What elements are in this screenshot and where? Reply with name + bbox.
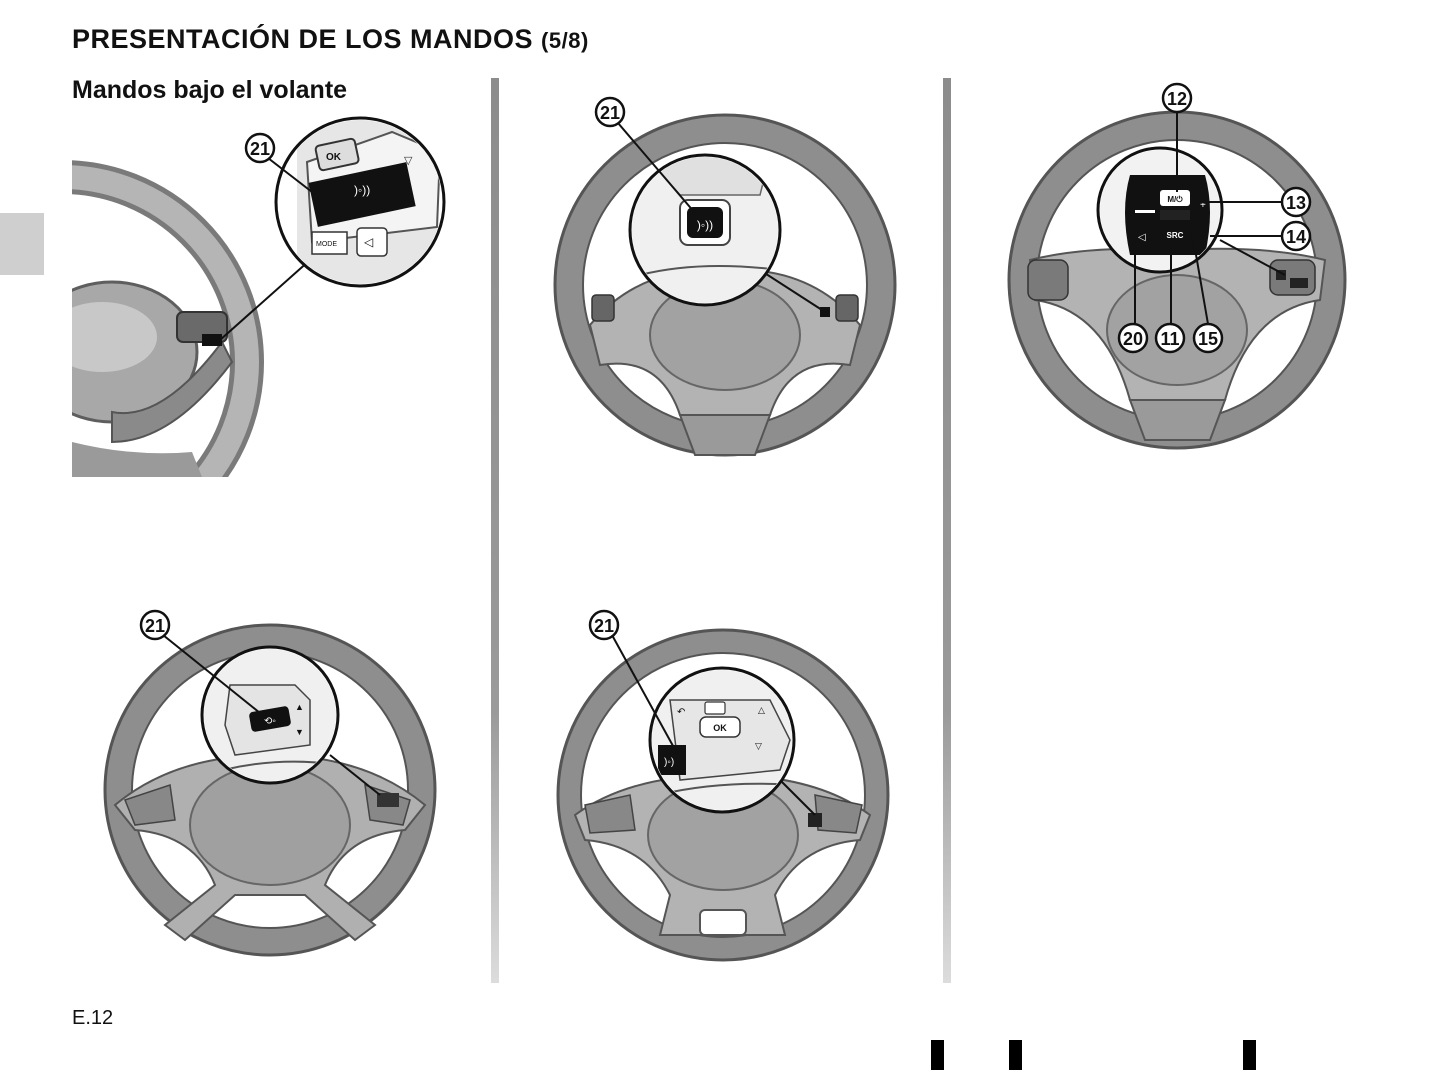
svg-text:⟲◦: ⟲◦	[264, 716, 276, 727]
svg-text:◁: ◁	[1138, 232, 1146, 243]
svg-text:▽: ▽	[404, 155, 413, 167]
callout-15: 15	[1198, 329, 1218, 349]
callout-21: 21	[145, 616, 165, 636]
callout-12: 12	[1167, 89, 1187, 109]
zoom-mute-label: M/⏻	[1167, 195, 1183, 204]
figure-steering-partial: OK )◦)) MODE ◁ ▽ 21	[72, 116, 446, 477]
page-number: E.12	[72, 1007, 114, 1029]
callout-11: 11	[1160, 329, 1179, 349]
callout-14: 14	[1286, 227, 1306, 247]
crop-mark	[931, 1040, 944, 1070]
figure-steering-full-a: )◦)) 21	[553, 96, 897, 457]
chapter-tab	[0, 213, 44, 275]
crop-mark	[1243, 1040, 1256, 1070]
svg-text:)◦): )◦)	[664, 757, 674, 768]
figure-steering-full-callouts: M/⏻ SRC ◁ + 12 13 14 20 11 15	[1007, 82, 1347, 450]
svg-text:▲: ▲	[295, 702, 304, 712]
svg-text:▽: ▽	[755, 741, 762, 751]
section-subtitle: Mandos bajo el volante	[72, 76, 348, 104]
svg-text:↶: ↶	[677, 707, 685, 718]
figure-steering-full-b: ⟲◦ ▲ ▼ 21	[103, 609, 437, 957]
callout-21: 21	[594, 616, 614, 636]
svg-text:+: +	[1200, 200, 1206, 211]
column-divider-left	[491, 78, 499, 983]
svg-text:)◦)): )◦))	[697, 218, 713, 232]
svg-text:◁: ◁	[363, 235, 373, 249]
callout-21: 21	[250, 139, 270, 159]
zoom-ok-label: OK	[326, 152, 342, 163]
svg-text:)◦)): )◦))	[354, 183, 370, 197]
page-part: (5/8)	[541, 28, 589, 53]
svg-text:MODE: MODE	[316, 241, 337, 248]
callout-21-circle	[244, 132, 276, 164]
zoom-src-label: SRC	[1167, 231, 1184, 240]
page-title: PRESENTACIÓN DE LOS MANDOS (5/8)	[72, 24, 589, 55]
callout-21: 21	[600, 103, 620, 123]
zoom-ok-label: OK	[713, 723, 727, 733]
column-divider-right	[943, 78, 951, 983]
svg-text:▼: ▼	[295, 727, 304, 737]
callout-20: 20	[1123, 329, 1143, 349]
figure-steering-full-c: OK △ ▽ ↶ )◦) 21	[556, 609, 890, 962]
page-title-text: PRESENTACIÓN DE LOS MANDOS	[72, 24, 534, 54]
crop-mark	[1009, 1040, 1022, 1070]
svg-text:△: △	[758, 705, 765, 715]
callout-13: 13	[1286, 193, 1306, 213]
